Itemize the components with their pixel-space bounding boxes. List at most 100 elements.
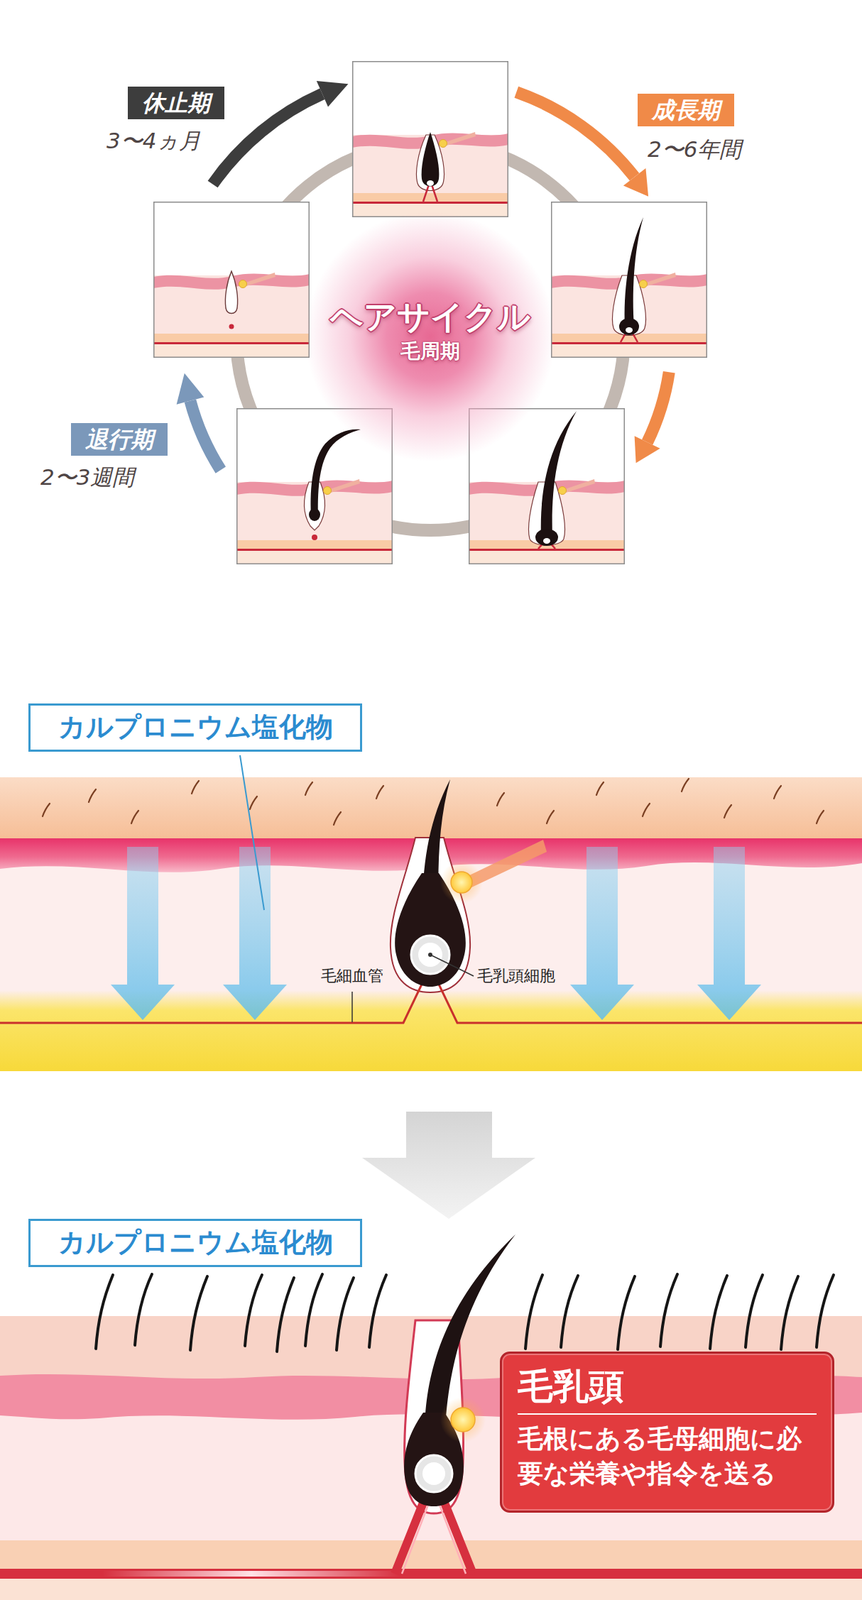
scalp-section	[0, 1540, 862, 1571]
hair-follicle	[440, 1397, 486, 1443]
small-hair	[131, 810, 139, 824]
hair-follicle	[0, 779, 862, 1024]
hair-stage-panel	[352, 61, 509, 218]
cycle-arrow	[623, 168, 649, 197]
hair-stage-panel	[619, 318, 640, 336]
penetration-arrow	[697, 847, 762, 1021]
cycle-arrow	[176, 373, 221, 471]
cycle-hub: ヘアサイクル毛周期	[305, 211, 556, 462]
hair-stage-panel	[558, 479, 596, 495]
stage-duration: 2〜3週間	[40, 464, 135, 491]
hair	[190, 1276, 208, 1351]
cycle-title: ヘアサイクル	[330, 296, 531, 338]
small-hair	[816, 810, 824, 824]
part-label: 毛乳頭細胞	[477, 967, 556, 986]
hair-follicle	[422, 1462, 446, 1486]
small-hair	[88, 789, 96, 803]
leader-line	[351, 991, 353, 1023]
part-label: 毛細血管	[320, 967, 384, 986]
small-hair	[305, 782, 313, 796]
small-hair	[596, 782, 604, 796]
hair-stage-panel	[153, 201, 310, 358]
stage-tag: 休止期3〜4ヵ月	[127, 86, 225, 120]
small-hair	[724, 805, 732, 818]
hair-stage-panel	[229, 324, 235, 330]
leader-line	[239, 755, 265, 911]
hair-stage-panel	[421, 132, 440, 187]
hair-follicle	[401, 1505, 466, 1575]
penetration-arrow	[222, 847, 287, 1021]
cycle-arrow	[316, 80, 349, 108]
small-hair	[376, 786, 384, 799]
hair-follicle	[450, 1408, 476, 1433]
drug-tag: カルプロニウム塩化物	[28, 1219, 363, 1268]
stage-tag: 成長期2〜6年間	[637, 93, 735, 127]
small-hair	[42, 778, 824, 826]
drug-name: カルプロニウム塩化物	[44, 711, 346, 745]
drug-tag: カルプロニウム塩化物	[28, 703, 363, 752]
cycle-subtitle: 毛周期	[400, 338, 461, 364]
hair-stage-panel	[323, 479, 361, 495]
small-hair	[191, 781, 199, 794]
cycle-arrow	[516, 92, 649, 197]
small-hair	[773, 786, 782, 799]
info-title: 毛乳頭	[517, 1365, 817, 1409]
stage-name: 休止期	[142, 88, 211, 118]
hair-stage-panel	[311, 429, 361, 515]
hair	[781, 1276, 799, 1350]
penetration-arrow	[110, 847, 762, 1021]
cycle-arrow	[634, 372, 670, 463]
cycle-arrow	[213, 93, 323, 184]
hair	[816, 1275, 834, 1348]
hair-stage-panel	[535, 528, 559, 547]
stage-duration: 3〜4ヵ月	[106, 127, 201, 155]
cycle-arrow	[647, 372, 670, 443]
hair-stage-panel	[541, 411, 577, 538]
hair	[244, 1275, 263, 1347]
hair-stage-panel	[624, 217, 644, 327]
scalp-section	[0, 1569, 862, 1580]
hair-stage-panel	[439, 132, 477, 148]
small-hair	[681, 778, 689, 792]
hair	[276, 1278, 294, 1352]
divider-line	[517, 1413, 817, 1416]
hair	[95, 1275, 113, 1350]
transition-arrow	[362, 1111, 536, 1220]
hair-stage-panel	[154, 202, 310, 358]
small-hair	[333, 812, 341, 826]
hair	[745, 1275, 763, 1348]
stage-tag: 退行期2〜3週間	[71, 423, 168, 456]
hair-stage-panel	[426, 180, 434, 187]
hair-stage-panel	[551, 202, 708, 358]
small-hair	[546, 810, 554, 824]
cycle-arrow	[176, 373, 205, 405]
hair-stage-panel	[550, 201, 708, 358]
cycle-arrow	[634, 435, 661, 463]
hair-stage-panel	[423, 184, 438, 202]
stage-duration: 2〜6年間	[647, 136, 742, 163]
stage-name: 成長期	[651, 95, 720, 125]
scalp-section	[0, 1579, 862, 1600]
cycle-arrow	[516, 92, 635, 178]
small-hair	[497, 793, 505, 806]
hair	[336, 1278, 354, 1351]
hair-stage-panel	[625, 327, 633, 334]
scalp-section	[102, 1571, 401, 1578]
penetration-arrow	[570, 847, 635, 1021]
small-hair	[249, 796, 258, 810]
hair	[134, 1274, 152, 1346]
cycle-arrow	[213, 80, 349, 184]
hair	[305, 1274, 323, 1347]
hair-stage-panel	[352, 61, 509, 218]
hair-follicle	[450, 871, 473, 894]
hair-stage-panel	[239, 272, 277, 289]
hair-stage-panel	[543, 538, 551, 544]
scalp-section	[0, 755, 862, 1072]
cycle-arrow	[190, 401, 221, 471]
hair-stage-panel	[308, 508, 321, 522]
hair	[660, 1274, 678, 1347]
hair-follicle	[440, 861, 483, 904]
hair	[560, 1275, 578, 1348]
small-hair	[642, 803, 650, 817]
